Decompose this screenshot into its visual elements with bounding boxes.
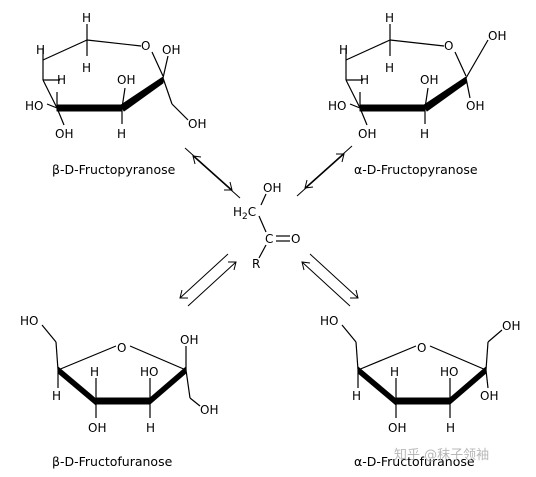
fur-b-ring-oxygen: O	[117, 341, 126, 355]
open-chain-carbonyl-oxygen: O	[291, 232, 300, 246]
alpha-furanose-structure: HO O OH H H HO H OH OH α-D-Fructofuranos…	[320, 314, 520, 469]
pyr-a-ring-oxygen: O	[444, 39, 453, 53]
fur-a-oh-c4: OH	[388, 421, 406, 435]
fur-b-h-c4: H	[90, 365, 99, 379]
open-chain-structure: OH H2C C O R	[233, 181, 300, 271]
fur-a-ring-oxygen: O	[417, 341, 426, 355]
alpha-pyranose-structure: H O OH H H OH H HO OH H OH α-D-Fructopyr…	[328, 11, 506, 177]
fur-b-ho-c6: HO	[20, 314, 38, 328]
open-chain-r-group: R	[252, 257, 260, 271]
fur-b-ho-c3: HO	[140, 365, 158, 379]
pyr-a-oh-c2: OH	[466, 99, 484, 113]
equilibrium-arrow-bottom-left	[179, 253, 237, 307]
fur-a-h-c3: H	[446, 421, 455, 435]
equilibrium-arrow-bottom-right	[301, 253, 359, 307]
pyr-b-h-c5: H	[36, 43, 45, 57]
pyr-b-h-c6a: H	[82, 11, 91, 25]
pyr-b-oh-c1: OH	[188, 117, 206, 131]
open-chain-h2c-subscript: 2	[242, 212, 248, 222]
open-chain-oh: OH	[263, 181, 281, 195]
pyr-b-oh-c2: OH	[162, 43, 180, 57]
pyr-b-oh-c3: OH	[117, 73, 135, 87]
pyr-a-h-c3: H	[420, 127, 429, 141]
fur-a-oh-c1: OH	[502, 319, 520, 333]
equilibrium-arrow-top-left	[184, 147, 241, 199]
fur-b-oh-c2: OH	[180, 333, 198, 347]
fur-a-oh-c2: OH	[480, 389, 498, 403]
pyr-a-oh-c3: OH	[420, 73, 438, 87]
fur-a-ho-c6: HO	[320, 314, 338, 328]
pyr-a-h-c6b: H	[385, 61, 394, 75]
fur-b-h-c3: H	[146, 421, 155, 435]
open-chain-h2c: H2C	[233, 205, 256, 222]
caption-alpha-furanose: α-D-Fructofuranose	[354, 454, 475, 469]
pyr-a-h-c4: H	[360, 73, 369, 87]
open-chain-carbonyl-carbon: C	[265, 232, 273, 246]
pyr-a-oh-c5: OH	[358, 127, 376, 141]
caption-beta-pyranose: β-D-Fructopyranose	[52, 162, 176, 177]
pyr-a-h-c5: H	[339, 43, 348, 57]
pyr-b-oh-c5: OH	[55, 127, 73, 141]
pyr-a-h-c6a: H	[385, 11, 394, 25]
caption-alpha-pyranose: α-D-Fructopyranose	[354, 162, 478, 177]
fur-b-h-c5: H	[52, 389, 61, 403]
fur-a-h-c4: H	[390, 365, 399, 379]
caption-beta-furanose: β-D-Fructofuranose	[52, 454, 173, 469]
beta-pyranose-structure: H O OH H H OH H HO OH H OH β-D-Fructopyr…	[25, 11, 206, 177]
pyr-b-ring-oxygen: O	[141, 39, 150, 53]
pyr-b-ho-c4: HO	[25, 99, 43, 113]
equilibrium-arrow-top-right	[296, 145, 353, 197]
fur-a-ho-c3: HO	[440, 365, 458, 379]
fur-b-oh-c1: OH	[200, 403, 218, 417]
fur-b-oh-c4: OH	[88, 421, 106, 435]
equilibrium-arrows	[179, 145, 359, 307]
pyr-b-h-c6b: H	[82, 61, 91, 75]
beta-furanose-structure: HO O OH H H HO H OH OH β-D-Fructofuranos…	[20, 314, 218, 469]
pyr-b-h-c3: H	[117, 127, 126, 141]
pyr-b-h-c4: H	[57, 73, 66, 87]
watermark: 知乎 @秣子领袖	[394, 447, 489, 463]
fur-a-h-c5: H	[352, 389, 361, 403]
pyr-a-oh-c1: OH	[488, 29, 506, 43]
open-chain-h2c-h: H	[233, 205, 242, 219]
open-chain-h2c-c: C	[248, 205, 256, 219]
pyr-a-ho-c4: HO	[328, 99, 346, 113]
